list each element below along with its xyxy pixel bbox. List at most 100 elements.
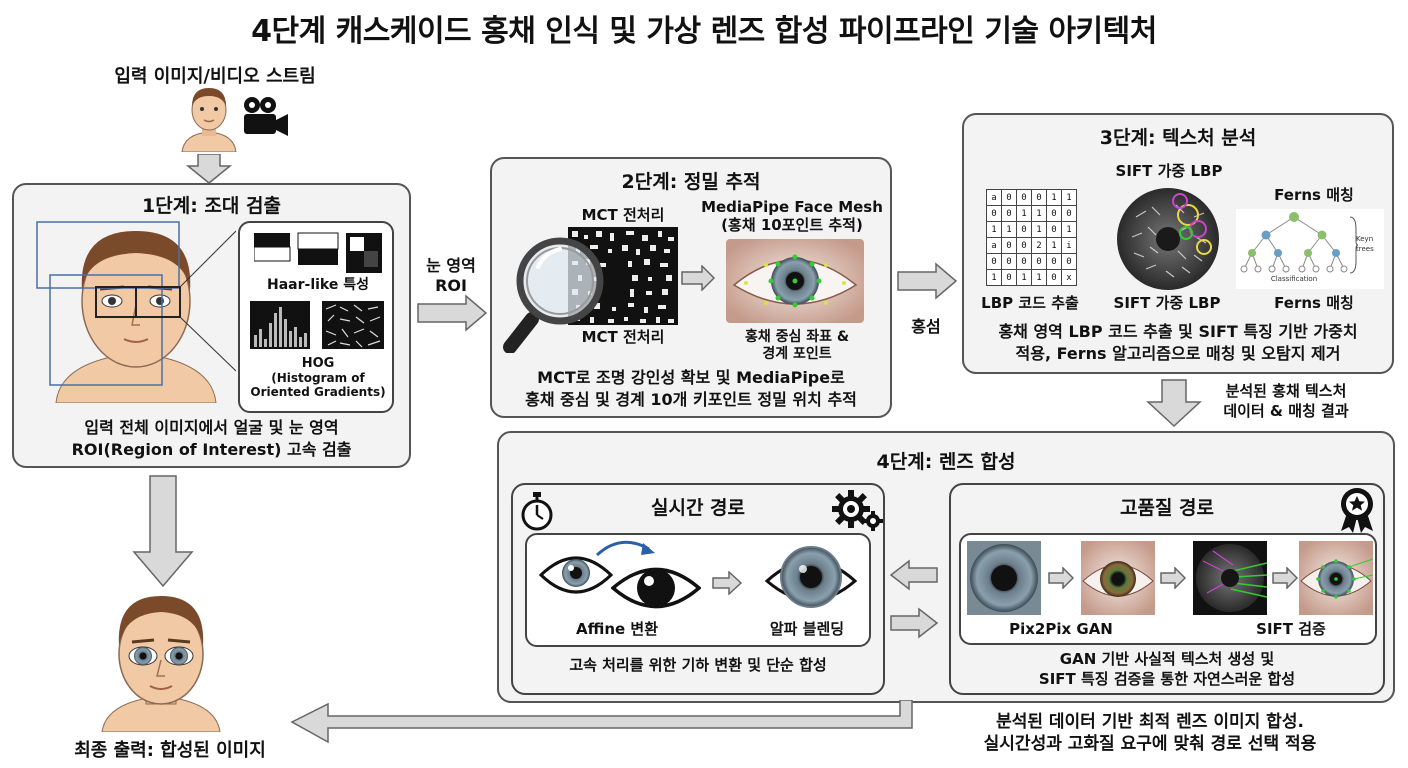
iris-points-label-1: 홍채 중심 좌표 & — [744, 329, 850, 345]
lbp-grid-cell: 2 — [1031, 237, 1047, 254]
stage3-desc-line2: 적용, Ferns 알고리즘으로 매칭 및 오탐지 제거 — [1015, 344, 1341, 363]
hog-label: HOG — [301, 356, 335, 371]
sift-lbp-bottom-label: SIFT 가중 LBP — [1113, 294, 1221, 312]
arrow-sift-to-final — [1272, 567, 1299, 589]
affine-eye-source — [539, 556, 613, 594]
sift-weighted-lbp-image — [1117, 188, 1219, 290]
tree-keyn-label-1: Keyn — [1356, 235, 1374, 243]
lbp-grid-cell: 0 — [1016, 237, 1032, 254]
arrow-stage4-to-output — [290, 700, 913, 744]
analyzed-data-label-1: 분석된 홍채 텍스처 — [1225, 382, 1347, 400]
lbp-grid-cell: 1 — [1061, 221, 1077, 238]
gan-output-eye-image — [1081, 541, 1155, 615]
footer-line2: 실시간성과 고화질 요구에 맞춰 경로 선택 적용 — [983, 734, 1317, 754]
alpha-blend-eye — [765, 546, 857, 608]
stage2-title: 2단계: 정밀 추적 — [621, 171, 761, 193]
iris-edge-label: 홍섬 — [911, 317, 941, 336]
hq-final-eye-image — [1299, 541, 1373, 615]
arrow-realtime-to-hq — [890, 607, 939, 639]
stage2-desc-line1: MCT로 조명 강인성 확보 및 MediaPipe로 — [537, 368, 845, 387]
lbp-grid-cell: 1 — [1031, 205, 1047, 222]
realtime-path-box: 실시간 경로 — [511, 483, 885, 695]
mediapipe-subtitle: (홍채 10포인트 추적) — [721, 216, 863, 234]
lbp-bottom-label: LBP 코드 추출 — [981, 294, 1079, 312]
stage1-box: 1단계: 조대 검출 Haar-like 특성 — [12, 183, 411, 468]
page-title: 4단계 캐스케이드 홍채 인식 및 가상 렌즈 합성 파이프라인 기술 아키텍처 — [251, 14, 1157, 49]
hog-subtitle-2: Oriented Gradients) — [250, 385, 386, 399]
quality-badge-icon — [1341, 488, 1373, 533]
footer-line1: 분석된 데이터 기반 최적 렌즈 이미지 합성. — [996, 712, 1304, 732]
haar-feature-patterns — [254, 232, 382, 273]
stage1-features-panel: Haar-like 특성 HOG (Histogram of Oriented … — [238, 221, 394, 413]
lbp-grid-cell: 0 — [1046, 253, 1062, 270]
lbp-grid-cell: 0 — [1001, 269, 1017, 286]
analyzed-data-label-2: 데이터 & 매칭 결과 — [1223, 402, 1349, 420]
mediapipe-eye-image — [726, 239, 864, 323]
ferns-bottom-label: Ferns 매칭 — [1274, 294, 1354, 312]
affine-label: Affine 변환 — [575, 620, 658, 638]
stage1-desc-line2: ROI(Region of Interest) 고속 검출 — [71, 440, 352, 459]
hog-histogram-image — [250, 301, 310, 349]
lbp-grid-cell: 1 — [1001, 221, 1017, 238]
lbp-grid-cell: 1 — [986, 221, 1002, 238]
stage1-face-detection-figure — [36, 221, 236, 403]
arrow-mct-to-mediapipe — [681, 265, 716, 291]
lbp-grid-cell: 0 — [1016, 189, 1032, 206]
lbp-grid-cell: x — [1061, 269, 1077, 286]
stage2-desc-line2: 홍채 중심 및 경계 10개 키포인트 정밀 위치 추적 — [525, 390, 857, 409]
sift-lbp-top-label: SIFT 가중 LBP — [1115, 162, 1223, 180]
lbp-grid-cell: 1 — [1061, 189, 1077, 206]
lbp-grid-cell: i — [1061, 237, 1077, 254]
lbp-grid-cell: 0 — [1031, 253, 1047, 270]
affine-eye-transformed — [611, 567, 701, 609]
lbp-grid-cell: 0 — [1001, 205, 1017, 222]
lbp-grid-cell: 0 — [1016, 253, 1032, 270]
lbp-grid-cell: a — [986, 189, 1002, 206]
arrow-stage1-to-stage2 — [417, 294, 488, 332]
hq-path-box: 고품질 경로 — [949, 483, 1385, 695]
stage3-title: 3단계: 텍스처 분석 — [1099, 127, 1257, 149]
arrow-hq-to-realtime — [889, 559, 938, 591]
input-face-icon — [181, 88, 237, 152]
hq-input-iris-image — [967, 541, 1041, 615]
tree-classification-label: Classification — [1270, 275, 1318, 283]
arrow-input-to-stage1 — [186, 154, 232, 184]
pix2pix-label: Pix2Pix GAN — [1009, 620, 1113, 638]
mct-bottom-label: MCT 전처리 — [581, 328, 665, 346]
arrow-affine-to-alpha — [712, 571, 743, 595]
lbp-grid-cell: 1 — [1031, 269, 1047, 286]
input-label: 입력 이미지/비디오 스트림 — [114, 66, 316, 87]
stage2-box: 2단계: 정밀 추적 MCT 전처리 MediaPipe Face Mesh (… — [490, 157, 892, 418]
lbp-grid-cell: 1 — [1016, 269, 1032, 286]
lbp-grid-cell: 0 — [986, 253, 1002, 270]
arrow-iris-to-gan — [1048, 567, 1075, 589]
lbp-grid-cell: 1 — [986, 269, 1002, 286]
sift-verify-label: SIFT 검증 — [1256, 620, 1326, 638]
lbp-grid-cell: 1 — [1046, 237, 1062, 254]
eye-roi-label-1: 눈 영역 — [426, 256, 476, 275]
lbp-grid-cell: a — [986, 237, 1002, 254]
settings-gears-icon — [832, 490, 883, 531]
stage1-desc-line1: 입력 전체 이미지에서 얼굴 및 눈 영역 — [84, 418, 339, 437]
stage1-title: 1단계: 조대 검출 — [142, 195, 281, 217]
hq-title: 고품질 경로 — [1119, 497, 1214, 519]
hq-inner-panel: Pix2Pix GAN SIFT 검증 — [959, 533, 1377, 645]
lbp-grid-cell: 0 — [1046, 205, 1062, 222]
realtime-desc: 고속 처리를 위한 기하 변환 및 단순 합성 — [569, 656, 827, 674]
hq-desc-line1: GAN 기반 사실적 텍스처 생성 및 — [1059, 650, 1275, 668]
output-face-image — [101, 596, 221, 732]
lbp-grid-cell: 0 — [1001, 253, 1017, 270]
alpha-label: 알파 블렌딩 — [769, 620, 845, 638]
stopwatch-icon — [521, 492, 553, 531]
lbp-grid-cell: 0 — [1061, 253, 1077, 270]
hog-gradient-image — [322, 301, 384, 349]
affine-curved-arrow — [595, 540, 655, 557]
video-camera-icon — [244, 97, 288, 136]
